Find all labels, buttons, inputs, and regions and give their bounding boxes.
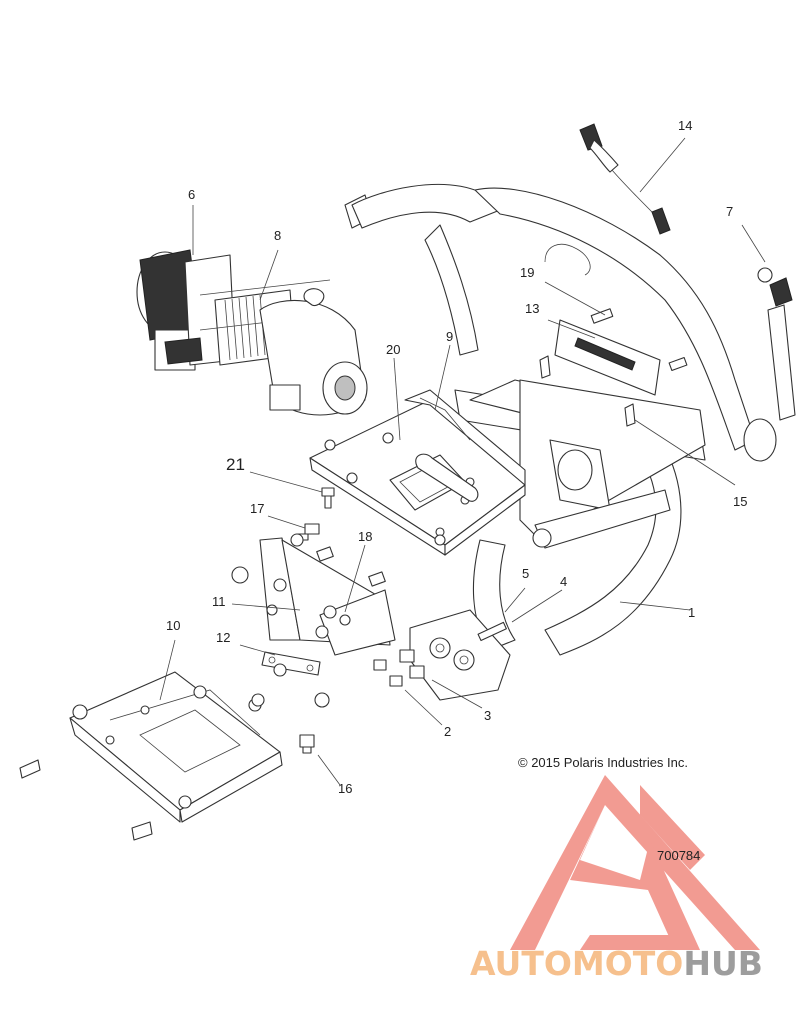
callout-21: 21 xyxy=(226,455,245,474)
bolt-4 xyxy=(477,621,507,642)
watermark-text-main: AUTOMOTO xyxy=(470,944,683,983)
bolt-2 xyxy=(373,659,403,687)
skid-plate xyxy=(19,663,330,841)
callout-5: 5 xyxy=(522,566,529,581)
watermark-triangle xyxy=(510,775,760,950)
callout-4: 4 xyxy=(560,574,567,589)
callout-13: 13 xyxy=(525,301,539,316)
fairlead xyxy=(539,308,688,427)
winch-switch xyxy=(579,123,671,235)
winch-mount-plate xyxy=(309,389,526,556)
strap-plate xyxy=(261,651,321,676)
callout-10: 10 xyxy=(166,618,180,633)
bolt-21 xyxy=(321,487,335,509)
callout-7: 7 xyxy=(726,204,733,219)
callout-12: 12 xyxy=(216,630,230,645)
copyright-notice: © 2015 Polaris Industries Inc. xyxy=(518,755,688,770)
callout-2: 2 xyxy=(444,724,451,739)
winch xyxy=(136,249,368,416)
callout-3: 3 xyxy=(484,708,491,723)
diagram-part-number: 700784 xyxy=(657,848,700,863)
watermark-text: AUTOMOTOHUB xyxy=(470,944,763,983)
callout-18: 18 xyxy=(358,529,372,544)
front-plate xyxy=(373,609,511,701)
winch-strap xyxy=(757,267,796,421)
callout-6: 6 xyxy=(188,187,195,202)
watermark-text-hub: HUB xyxy=(683,944,763,983)
watermark-logo: AUTOMOTOHUB xyxy=(470,775,763,983)
bolt-3 xyxy=(399,649,425,679)
callout-1: 1 xyxy=(688,605,695,620)
callout-8: 8 xyxy=(274,228,281,243)
callout-labels: 1 2 3 4 5 6 7 8 9 10 11 12 13 14 15 16 1… xyxy=(166,118,747,796)
callout-16: 16 xyxy=(338,781,352,796)
callout-14: 14 xyxy=(678,118,692,133)
bolt-16 xyxy=(299,734,315,754)
callout-17: 17 xyxy=(250,501,264,516)
callout-11: 11 xyxy=(212,594,226,609)
callout-9: 9 xyxy=(446,329,453,344)
leader-lines xyxy=(159,137,766,786)
callout-20: 20 xyxy=(386,342,400,357)
bumper-frame xyxy=(344,183,777,656)
callout-19: 19 xyxy=(520,265,534,280)
callout-15: 15 xyxy=(733,494,747,509)
lower-bracket xyxy=(231,523,396,656)
bolt-19 xyxy=(590,308,688,372)
